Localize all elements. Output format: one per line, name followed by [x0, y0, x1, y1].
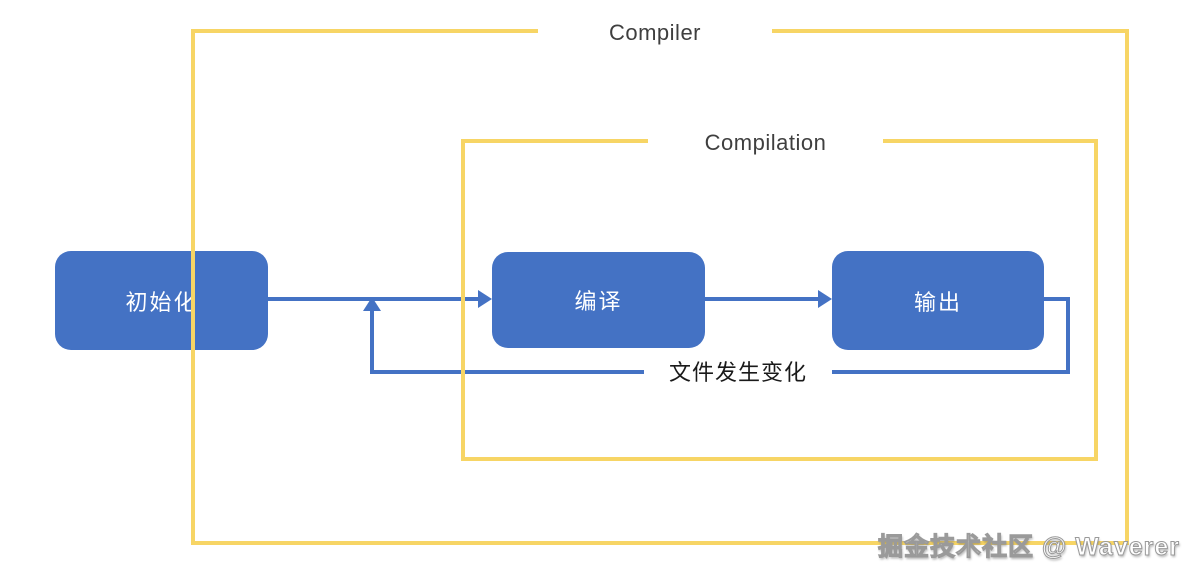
watermark-text: 掘金技术社区 @ Waverer: [877, 533, 1180, 562]
feedback-loop-right-vertical-line: [1066, 297, 1070, 374]
feedback-loop-up-arrowhead-icon: [363, 297, 381, 311]
compilation-group-label: Compilation: [648, 125, 883, 161]
compiler-group-label: Compiler: [538, 15, 772, 51]
arrow-compile-to-output-line: [705, 297, 819, 301]
arrow-init-to-compile-head-icon: [478, 290, 492, 308]
arrow-compile-to-output-head-icon: [818, 290, 832, 308]
feedback-loop-left-vertical-line: [370, 309, 374, 372]
feedback-edge-label: 文件发生变化: [644, 357, 832, 389]
node-initialize-label: 初始化: [125, 289, 198, 315]
feedback-loop-right-horizontal-line: [1043, 297, 1070, 301]
node-initialize: 初始化: [55, 251, 268, 350]
node-compile-label: 编译: [574, 289, 623, 314]
node-compile: 编译: [492, 252, 705, 348]
node-output-label: 输出: [913, 289, 962, 315]
node-output: 输出: [832, 251, 1044, 350]
